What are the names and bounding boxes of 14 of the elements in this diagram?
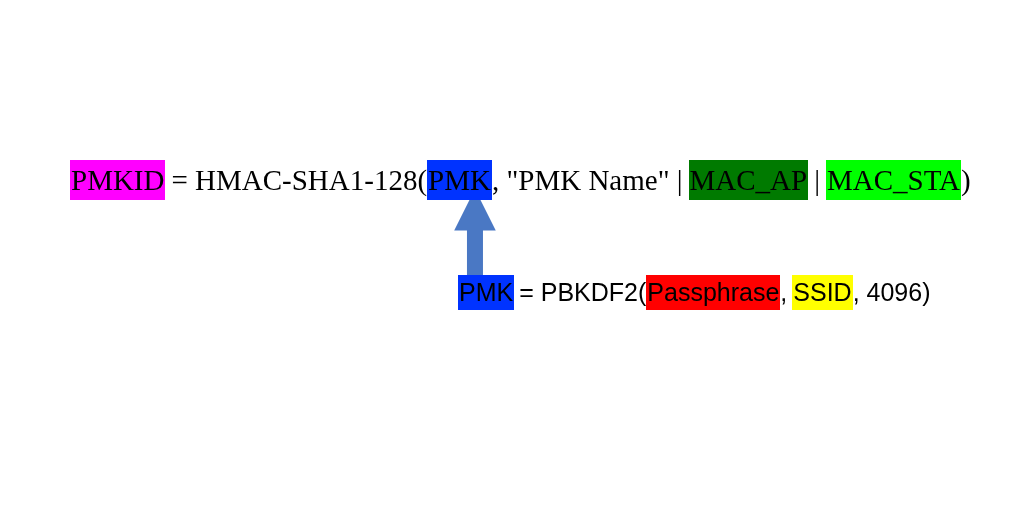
formula-text: ,: [780, 277, 788, 308]
formula-text: ): [961, 163, 971, 198]
highlighted-term: PMKID: [70, 160, 166, 201]
highlighted-term: PMK: [427, 160, 492, 201]
formula-text: , 4096): [852, 277, 931, 308]
highlighted-term: MAC_STA: [826, 160, 962, 201]
highlighted-term: PMK: [458, 275, 515, 311]
formula-text: , "PMK Name" |: [491, 163, 683, 198]
highlighted-term: MAC_AP: [688, 160, 809, 201]
highlighted-term: SSID: [792, 275, 853, 311]
formula-text: |: [814, 163, 820, 198]
highlighted-term: Passphrase: [646, 275, 781, 311]
formula-text: = HMAC-SHA1-128(: [171, 163, 428, 198]
formula-text: = PBKDF2(: [519, 277, 647, 308]
